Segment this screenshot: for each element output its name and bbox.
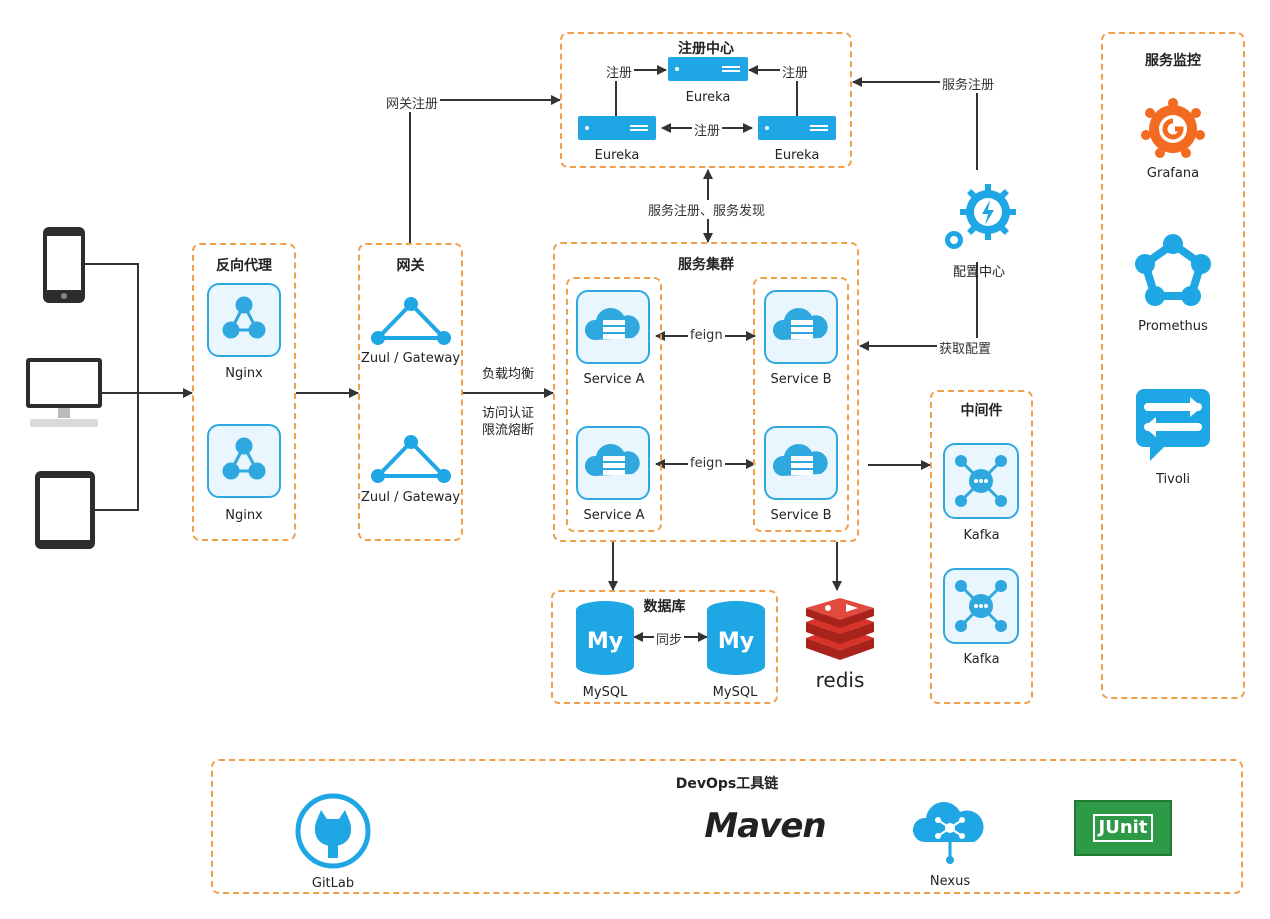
database-group: 数据库 bbox=[551, 590, 778, 704]
config-register-label: 服务注册 bbox=[940, 74, 997, 93]
kafka-label-2: Kafka bbox=[963, 652, 1000, 667]
mysql-icon: My bbox=[576, 601, 634, 675]
service-b-tile bbox=[764, 426, 838, 500]
registry-title: 注册中心 bbox=[678, 41, 734, 57]
gateway-icon bbox=[371, 435, 451, 483]
gateway-icon bbox=[371, 297, 451, 345]
prometheus-icon bbox=[1135, 234, 1211, 306]
eureka-server-icon bbox=[578, 116, 656, 140]
kafka-icon bbox=[955, 580, 1007, 632]
mysql-sync-label: 同步 bbox=[654, 629, 685, 648]
gitlab-icon bbox=[295, 793, 371, 869]
gateway-register-label: 网关注册 bbox=[384, 93, 441, 112]
register-right-label: 注册 bbox=[780, 62, 811, 81]
grafana-label: Grafana bbox=[1146, 166, 1200, 181]
cloud-server-icon bbox=[584, 307, 640, 340]
eureka-top-label: Eureka bbox=[685, 90, 731, 105]
gateway-register-edge bbox=[409, 95, 561, 243]
register-mid-label: 注册 bbox=[692, 120, 723, 139]
junit-logo: JUnit bbox=[1074, 800, 1172, 856]
auth-label: 访问认证 bbox=[481, 406, 534, 421]
rate-limit-label: 限流熔断 bbox=[481, 423, 534, 438]
nginx-tile bbox=[207, 283, 281, 357]
cloud-server-icon bbox=[772, 307, 828, 340]
service-b-label-2: Service B bbox=[770, 508, 832, 523]
tivoli-icon bbox=[1136, 389, 1210, 461]
desktop-icon bbox=[26, 358, 102, 427]
kafka-label-1: Kafka bbox=[963, 528, 1000, 543]
tablet-icon bbox=[35, 471, 95, 549]
eureka-server-icon bbox=[758, 116, 836, 140]
gateway-label-1: Zuul / Gateway bbox=[360, 351, 461, 366]
registry-group: 注册中心 bbox=[560, 32, 852, 168]
tivoli-label: Tivoli bbox=[1155, 472, 1191, 487]
mysql-logo-text: My bbox=[587, 629, 623, 654]
tablet-wire bbox=[94, 393, 139, 511]
register-left-label: 注册 bbox=[604, 62, 635, 81]
load-balance-label: 负载均衡 bbox=[481, 367, 534, 382]
maven-logo: Maven bbox=[704, 806, 826, 846]
service-cluster-group: 服务集群 bbox=[553, 242, 859, 542]
devops-title: DevOps工具链 bbox=[675, 776, 779, 792]
prometheus-label: Promethus bbox=[1138, 319, 1208, 334]
eureka-left-label: Eureka bbox=[594, 148, 640, 163]
eureka-right-label: Eureka bbox=[774, 148, 820, 163]
nexus-label: Nexus bbox=[929, 874, 971, 889]
feign-label-2: feign bbox=[688, 456, 725, 471]
feign-label-1: feign bbox=[688, 328, 725, 343]
kafka-icon bbox=[955, 455, 1007, 507]
service-b-label-1: Service B bbox=[770, 372, 832, 387]
service-cluster-title: 服务集群 bbox=[678, 257, 734, 273]
redis-icon bbox=[806, 598, 874, 660]
redis-label: redis bbox=[815, 668, 865, 692]
service-a-tile bbox=[576, 426, 650, 500]
service-a-tile bbox=[576, 290, 650, 364]
cloud-server-icon bbox=[772, 443, 828, 476]
kafka-tile bbox=[943, 443, 1019, 519]
discovery-label: 服务注册、服务发现 bbox=[646, 200, 768, 219]
database-title: 数据库 bbox=[643, 599, 686, 615]
phone-wire bbox=[84, 263, 139, 393]
nginx-icon bbox=[222, 296, 266, 339]
proxy-title: 反向代理 bbox=[216, 258, 272, 274]
nexus-icon bbox=[912, 802, 984, 864]
proxy-group: 反向代理 bbox=[192, 243, 296, 541]
devops-group: DevOps工具链 bbox=[211, 759, 1243, 894]
service-a-column bbox=[566, 277, 662, 532]
nginx-label-2: Nginx bbox=[225, 508, 263, 523]
get-config-label: 获取配置 bbox=[937, 338, 994, 357]
mysql-label-2: MySQL bbox=[712, 685, 758, 700]
nginx-tile bbox=[207, 424, 281, 498]
kafka-tile bbox=[943, 568, 1019, 644]
service-a-label-2: Service A bbox=[583, 508, 645, 523]
service-a-label-1: Service A bbox=[583, 372, 645, 387]
gitlab-label: GitLab bbox=[311, 876, 355, 891]
service-b-column bbox=[753, 277, 849, 532]
service-b-tile bbox=[764, 290, 838, 364]
gateway-title: 网关 bbox=[396, 258, 425, 274]
gateway-group: 网关 bbox=[358, 243, 463, 541]
middleware-title: 中间件 bbox=[960, 403, 1003, 419]
middleware-group: 中间件 bbox=[930, 390, 1033, 704]
config-center-icon bbox=[945, 184, 1016, 249]
mysql-label-1: MySQL bbox=[582, 685, 628, 700]
monitoring-group: 服务监控 bbox=[1101, 32, 1245, 699]
gateway-label-2: Zuul / Gateway bbox=[360, 490, 461, 505]
config-center-label: 配置中心 bbox=[952, 265, 1005, 280]
grafana-icon bbox=[1141, 98, 1205, 158]
eureka-server-icon bbox=[668, 57, 748, 81]
monitoring-title: 服务监控 bbox=[1145, 53, 1201, 69]
nginx-icon bbox=[222, 437, 266, 480]
mysql-icon: My bbox=[707, 601, 765, 675]
cloud-server-icon bbox=[584, 443, 640, 476]
phone-icon bbox=[43, 227, 85, 303]
mysql-logo-text: My bbox=[718, 629, 754, 654]
config-register-edge bbox=[852, 77, 978, 170]
nginx-label-1: Nginx bbox=[225, 366, 263, 381]
junit-label: JUnit bbox=[1098, 817, 1148, 838]
